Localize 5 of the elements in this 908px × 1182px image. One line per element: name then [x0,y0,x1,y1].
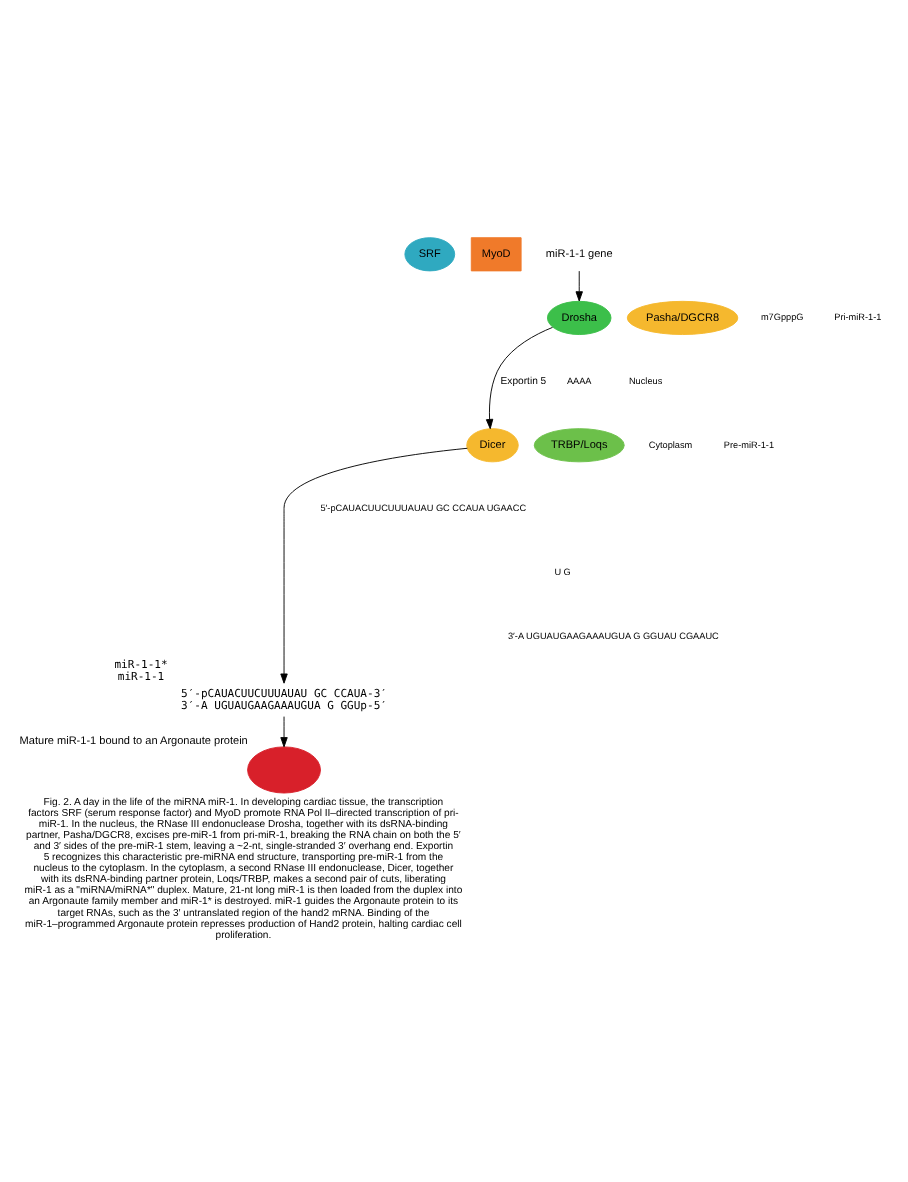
arrow [485,326,553,430]
arrow [280,716,288,748]
arrow [280,447,468,684]
node-blob [247,746,321,794]
arrow [575,270,583,302]
